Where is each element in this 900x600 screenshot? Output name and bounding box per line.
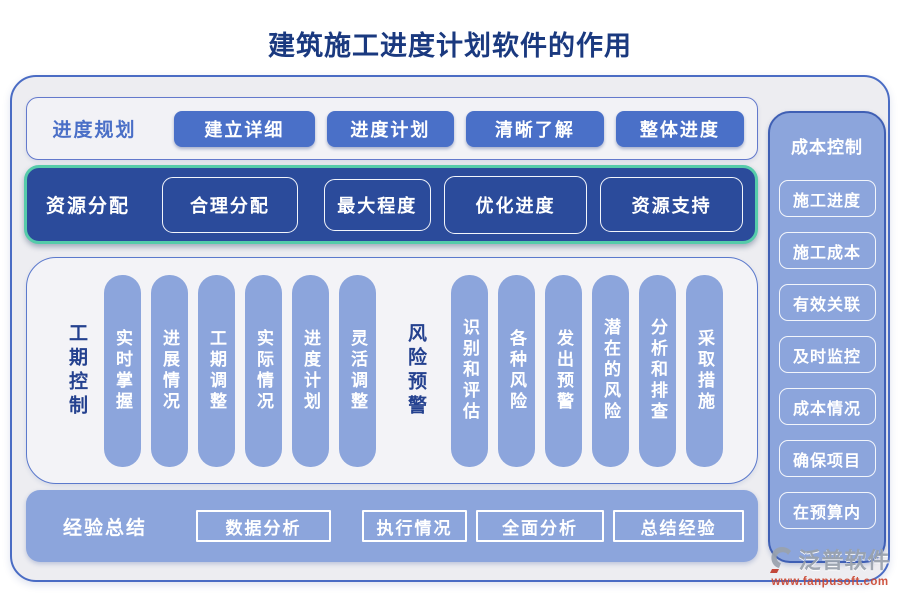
cost-button-1[interactable]: 施工进度 [778,180,876,217]
section-resource-allocation: 资源分配 合理分配 最大程度 优化进度 资源支持 [24,165,758,244]
resource-button-3[interactable]: 优化进度 [443,175,588,234]
section-duration-and-risk: 工期控制 实时掌握 进展情况 工期调整 实际情况 进度计划 灵活调整 风险预警 … [26,257,758,484]
duration-pill-6: 灵活调整 [339,274,376,467]
experience-summary-label: 经验总结 [62,517,147,539]
section-progress-planning: 进度规划 建立详细 进度计划 清晰了解 整体进度 [26,97,758,160]
progress-planning-label: 进度规划 [52,120,137,141]
experience-button-2[interactable]: 执行情况 [361,510,468,542]
cost-button-4[interactable]: 及时监控 [778,336,876,373]
risk-pill-2: 各种风险 [498,274,535,467]
risk-pill-3: 发出预警 [545,274,582,467]
cost-button-5[interactable]: 成本情况 [778,388,876,425]
duration-control-label: 工期控制 [66,322,87,419]
resource-button-1[interactable]: 合理分配 [162,176,298,233]
duration-pill-3: 工期调整 [198,274,235,467]
duration-pill-4: 实际情况 [245,274,282,467]
planning-button-4[interactable]: 整体进度 [615,110,744,147]
resource-button-2[interactable]: 最大程度 [323,178,431,231]
risk-warning-label: 风险预警 [405,322,426,419]
cost-button-7[interactable]: 在预算内 [778,492,876,529]
fanpu-logo-icon [769,545,795,573]
planning-button-3[interactable]: 清晰了解 [465,110,604,147]
fanpu-brand-watermark: 泛普软件 www.fanpusoft.com [766,543,894,588]
risk-pill-1: 识别和评估 [451,274,488,467]
duration-pill-5: 进度计划 [292,274,329,467]
brand-name: 泛普软件 [798,548,891,573]
planning-button-1[interactable]: 建立详细 [174,110,315,147]
duration-pill-1: 实时掌握 [104,274,141,467]
section-experience-summary: 经验总结 数据分析 执行情况 全面分析 总结经验 [26,490,758,562]
diagram-container: 进度规划 建立详细 进度计划 清晰了解 整体进度 资源分配 合理分配 最大程度 … [10,75,890,582]
cost-button-3[interactable]: 有效关联 [778,284,876,321]
sidebar-cost-control: 成本控制 施工进度 施工成本 有效关联 及时监控 成本情况 确保项目 在预算内 [768,111,886,563]
planning-button-2[interactable]: 进度计划 [326,110,454,147]
resource-button-4[interactable]: 资源支持 [600,177,744,232]
duration-pill-2: 进展情况 [151,274,188,467]
experience-button-1[interactable]: 数据分析 [196,510,331,542]
risk-pill-4: 潜在的风险 [592,274,629,467]
risk-pill-5: 分析和排查 [639,274,676,467]
cost-button-6[interactable]: 确保项目 [778,440,876,477]
cost-control-title: 成本控制 [791,138,863,157]
page-title: 建筑施工进度计划软件的作用 [268,31,632,61]
risk-pill-6: 采取措施 [686,274,723,467]
cost-button-2[interactable]: 施工成本 [778,232,876,269]
brand-url: www.fanpusoft.com [771,576,889,588]
experience-button-3[interactable]: 全面分析 [476,510,605,542]
experience-button-4[interactable]: 总结经验 [613,510,744,542]
resource-allocation-label: 资源分配 [45,196,130,217]
